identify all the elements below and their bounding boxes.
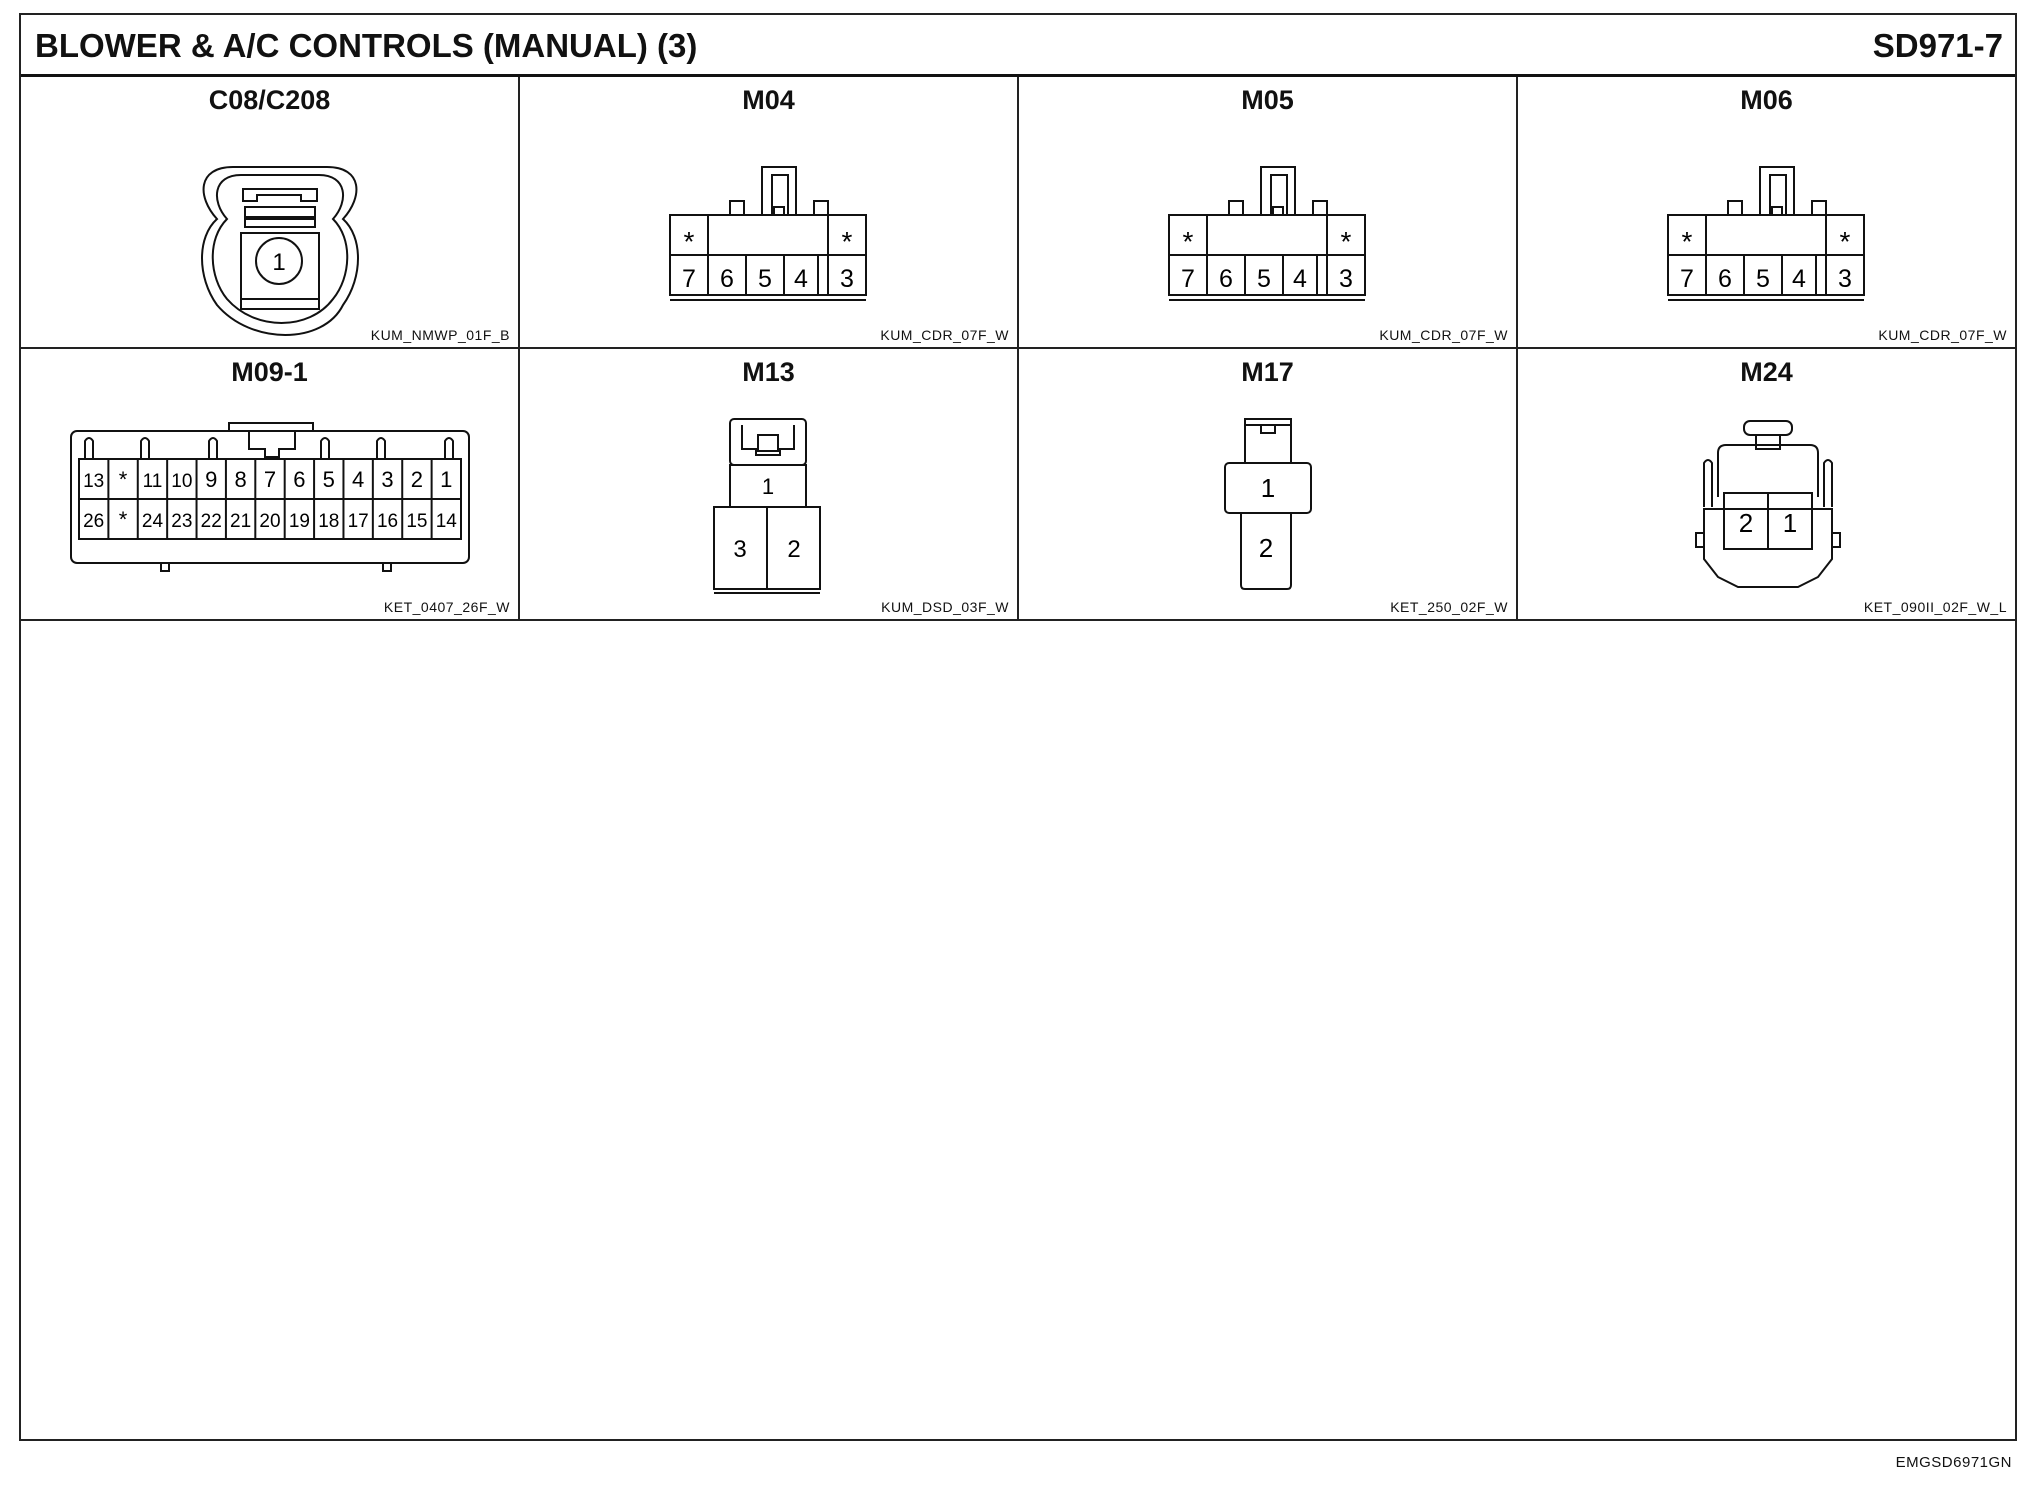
pin-label: 3 — [840, 265, 854, 293]
pin-label: 7 — [682, 265, 696, 293]
pin-label: 3 — [1339, 265, 1353, 293]
connector-name: C08/C208 — [208, 85, 331, 115]
connector-name: M06 — [1740, 85, 1793, 115]
pin-label: 14 — [436, 511, 458, 532]
part-code: KUM_CDR_07F_W — [1878, 327, 2007, 343]
part-code: KUM_DSD_03F_W — [881, 599, 1009, 615]
part-code: KUM_CDR_07F_W — [1379, 327, 1508, 343]
pin-label: 7 — [264, 467, 276, 492]
connector-round-drawing: 1 — [201, 166, 359, 336]
pin-label: * — [119, 507, 128, 532]
pin-label: 1 — [1783, 508, 1797, 538]
part-code: KET_250_02F_W — [1390, 599, 1508, 615]
pin-label: 4 — [352, 467, 364, 492]
pin-label: 21 — [230, 511, 251, 532]
pin-label: * — [684, 226, 695, 257]
pin-label: 16 — [377, 511, 398, 532]
connector-name: M24 — [1740, 357, 1793, 387]
pin-label: 9 — [205, 467, 217, 492]
connector-name: M13 — [742, 357, 795, 387]
part-code: KET_090II_02F_W_L — [1863, 599, 2007, 615]
connector-cell-m05: M05 * * 7 6 5 4 3 — [1019, 77, 1518, 349]
connector-7pin-drawing: * * 7 6 5 4 3 — [1667, 166, 1865, 301]
pin-label: 19 — [289, 511, 310, 532]
page-code: SD971-7 — [1872, 27, 2003, 64]
pin-label: 24 — [142, 511, 164, 532]
pin-label: 22 — [201, 511, 222, 532]
pin-label: 6 — [293, 467, 305, 492]
pin-label: 1 — [440, 467, 452, 492]
pin-label: 6 — [1219, 265, 1233, 293]
pin-label: 1 — [762, 474, 774, 499]
header-bar: BLOWER & A/C CONTROLS (MANUAL) (3) SD971… — [21, 15, 2015, 77]
pin-label: 2 — [411, 467, 423, 492]
pin-label: 26 — [83, 511, 104, 532]
page-title: BLOWER & A/C CONTROLS (MANUAL) (3) — [35, 27, 698, 64]
pin-label: 6 — [720, 265, 734, 293]
connector-2pin-drawing: 1 2 — [1224, 418, 1312, 590]
pin-label: 1 — [1261, 473, 1275, 503]
pin-label: 3 — [381, 467, 393, 492]
pin-label: 11 — [143, 471, 163, 492]
connector-cell-m24: M24 2 1 KET_090II_02F_W_L — [1518, 349, 2015, 621]
document-reference: EMGSD6971GN — [1895, 1454, 2012, 1471]
pin-label: 1 — [272, 249, 285, 276]
pin-label: 4 — [1293, 265, 1307, 293]
pin-label: 2 — [1259, 533, 1273, 563]
part-code: KUM_CDR_07F_W — [880, 327, 1009, 343]
pin-label: 15 — [406, 511, 427, 532]
connector-name: M04 — [742, 85, 795, 115]
connector-cell-m04: M04 * * 7 6 5 4 3 — [520, 77, 1019, 349]
pin-label: 6 — [1718, 265, 1732, 293]
pin-label: * — [1183, 226, 1194, 257]
connector-cell-c08-c208: C08/C208 1 KUM_NMWP_01F_B — [21, 77, 520, 349]
pin-label: 7 — [1680, 265, 1694, 293]
pin-label: 2 — [1739, 508, 1753, 538]
pin-label: * — [1682, 226, 1693, 257]
connector-name: M09-1 — [231, 357, 308, 387]
pin-label: 4 — [1792, 265, 1806, 293]
diagram-sheet: BLOWER & A/C CONTROLS (MANUAL) (3) SD971… — [19, 13, 2017, 1441]
pin-label: 5 — [1756, 265, 1770, 293]
pin-label: 23 — [171, 511, 192, 532]
pin-label: * — [842, 226, 853, 257]
connector-name: M05 — [1241, 85, 1294, 115]
connector-7pin-drawing: * * 7 6 5 4 3 — [1168, 166, 1366, 301]
pin-label: 2 — [787, 536, 800, 563]
pin-label: 17 — [348, 511, 369, 532]
pin-label: 4 — [794, 265, 808, 293]
pin-label: 5 — [1257, 265, 1271, 293]
pin-label: 13 — [83, 471, 104, 492]
connector-7pin-drawing: * * 7 6 5 4 3 — [669, 166, 867, 301]
pin-label: 20 — [259, 511, 280, 532]
part-code: KET_0407_26F_W — [383, 599, 510, 615]
connector-grid: C08/C208 1 KUM_NMWP_01F_B M04 — [21, 77, 2015, 621]
pin-label: 5 — [758, 265, 772, 293]
pin-label: 5 — [323, 467, 335, 492]
part-code: KUM_NMWP_01F_B — [370, 327, 510, 343]
pin-label: 8 — [234, 467, 246, 492]
pin-label: 3 — [733, 536, 746, 563]
pin-label: * — [1840, 226, 1851, 257]
connector-cell-m17: M17 1 2 KET_250_02F_W — [1019, 349, 1518, 621]
pin-label: 3 — [1838, 265, 1852, 293]
pin-label: * — [119, 467, 128, 492]
connector-3pin-drawing: 1 3 2 — [713, 418, 821, 594]
pin-label: * — [1341, 226, 1352, 257]
pin-label: 7 — [1181, 265, 1195, 293]
pin-label: 10 — [171, 471, 192, 492]
connector-2pin-drawing: 2 1 — [1695, 420, 1841, 588]
connector-name: M17 — [1241, 357, 1294, 387]
connector-cell-m13: M13 1 3 2 KUM_DSD_03F_W — [520, 349, 1019, 621]
pin-label: 18 — [318, 511, 339, 532]
connector-cell-m06: M06 * * 7 6 5 4 3 — [1518, 77, 2015, 349]
